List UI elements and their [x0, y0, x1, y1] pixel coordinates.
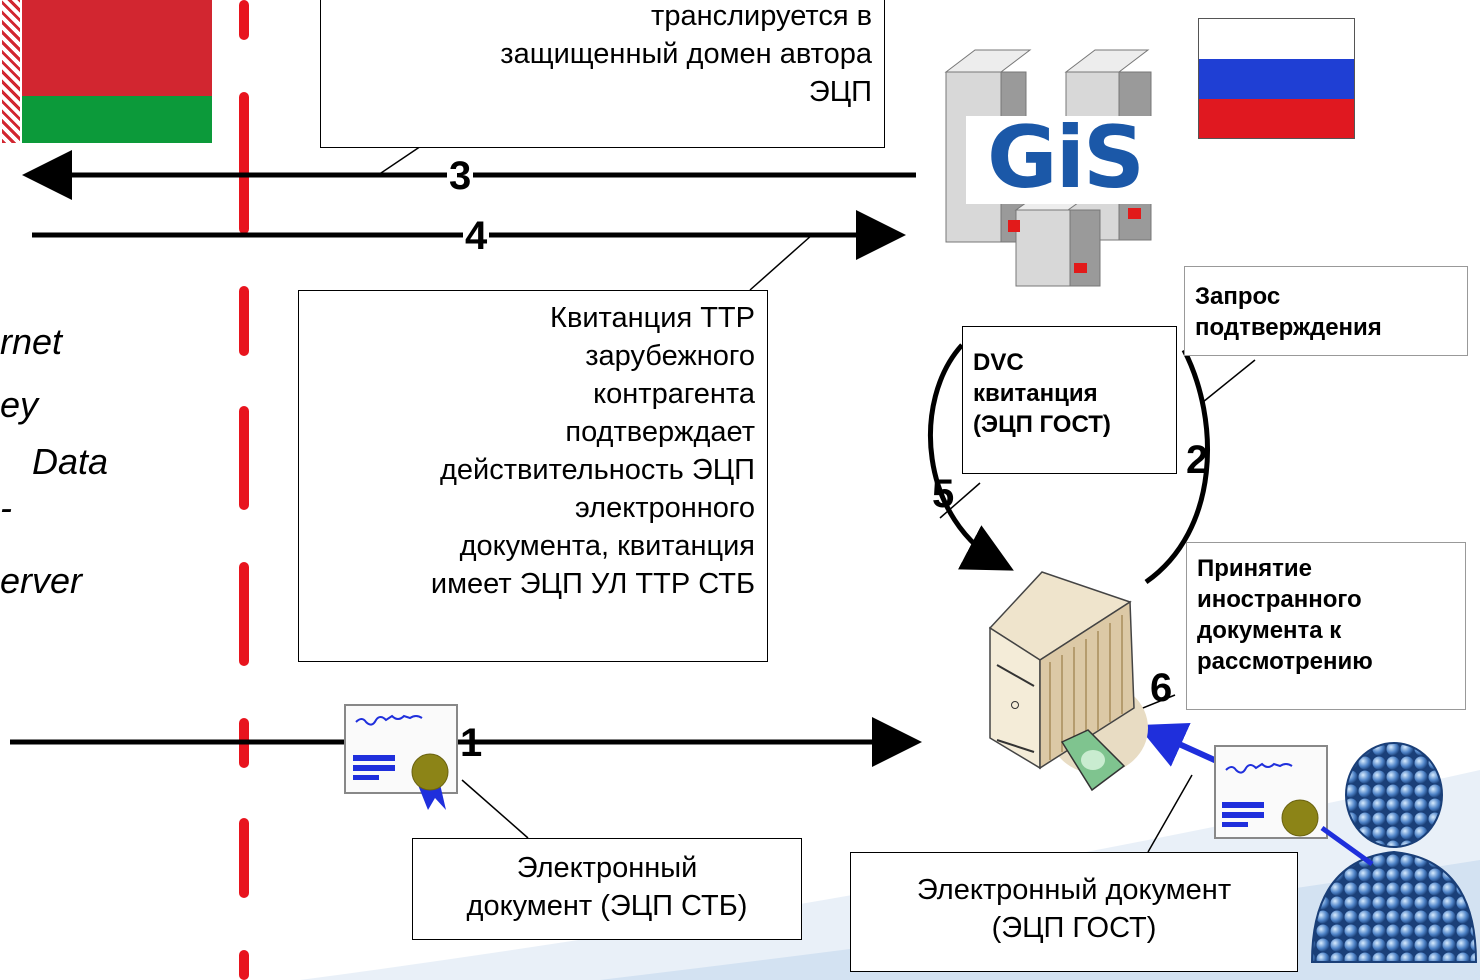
- step-1-label: 1: [460, 721, 483, 765]
- callout-line: Электронный документ: [916, 874, 1232, 906]
- receipt-callout: Квитанция ТТР зарубежного контрагента по…: [298, 290, 768, 662]
- doc-gost-callout: Электронный документ (ЭЦП ГОСТ): [850, 852, 1298, 972]
- callout-line: рассмотрению: [1197, 648, 1373, 675]
- step-2-label: 2: [1186, 438, 1209, 482]
- side-label: rnet: [0, 321, 63, 362]
- side-label: -: [0, 487, 12, 528]
- doc-stb-callout: Электронный документ (ЭЦП СТБ): [412, 838, 802, 940]
- callout-line: действительность ЭЦП: [439, 454, 755, 486]
- side-label: Data: [32, 441, 109, 482]
- step-3-label: 3: [447, 154, 474, 198]
- callout-line: подтверждает: [565, 416, 755, 448]
- border-dash: [239, 950, 249, 980]
- callout-line: Квитанция ТТР: [550, 302, 755, 334]
- callout-line: (ЭЦП ГОСТ): [991, 912, 1157, 944]
- arc-5: [928, 343, 1014, 571]
- step-5-label: 5: [932, 472, 955, 516]
- callout-line: документ (ЭЦП СТБ): [466, 890, 748, 922]
- callout-line: Электронный: [516, 852, 698, 884]
- request-callout: Запрос подтверждения: [1184, 266, 1468, 356]
- step-6-label: 6: [1150, 666, 1173, 710]
- dvc-callout: DVC квитанция (ЭЦП ГОСТ): [962, 326, 1177, 474]
- callout-line: подтверждения: [1195, 314, 1382, 341]
- callout-line: электронного: [575, 492, 755, 524]
- top-callout: транслируется в защищенный домен автора …: [320, 0, 885, 148]
- callout-line: зарубежного: [585, 340, 755, 372]
- callout-line: (ЭЦП ГОСТ): [973, 411, 1111, 438]
- callout-line: транслируется в: [651, 0, 872, 32]
- step-4-label: 4: [463, 214, 490, 258]
- side-label: ey: [0, 384, 39, 425]
- callout-line: ЭЦП: [808, 76, 872, 108]
- callout-line: DVC: [973, 349, 1024, 376]
- callout-line: документа, квитанция: [459, 530, 755, 562]
- callout-line: контрагента: [593, 378, 755, 410]
- border-dash: [239, 92, 249, 234]
- accept-callout: Принятие иностранного документа к рассмо…: [1186, 542, 1466, 710]
- arc-2: [1144, 348, 1211, 585]
- callout-line: защищенный домен автора: [500, 38, 872, 70]
- russia-flag: [1198, 18, 1355, 139]
- certificate-icon-gost: [1214, 745, 1328, 839]
- belarus-flag: [0, 0, 212, 143]
- side-label: erver: [0, 560, 83, 601]
- border-dash: [239, 286, 249, 356]
- border-dash: [239, 406, 249, 510]
- certificate-icon-stb: [344, 704, 458, 810]
- callout-line: Запрос: [1195, 283, 1281, 310]
- border-dash: [239, 562, 249, 666]
- gis-logo: GiS: [986, 108, 1145, 208]
- callout-line: квитанция: [973, 380, 1098, 407]
- server-stack-icon: [944, 49, 1162, 287]
- callout-line: имеет ЭЦП УЛ ТТР СТБ: [430, 568, 755, 600]
- callout-line: иностранного: [1197, 586, 1362, 613]
- border-dash: [239, 0, 249, 40]
- border-dash: [239, 818, 249, 898]
- callout-line: документа к: [1197, 617, 1342, 644]
- callout-line: Принятие: [1197, 555, 1313, 582]
